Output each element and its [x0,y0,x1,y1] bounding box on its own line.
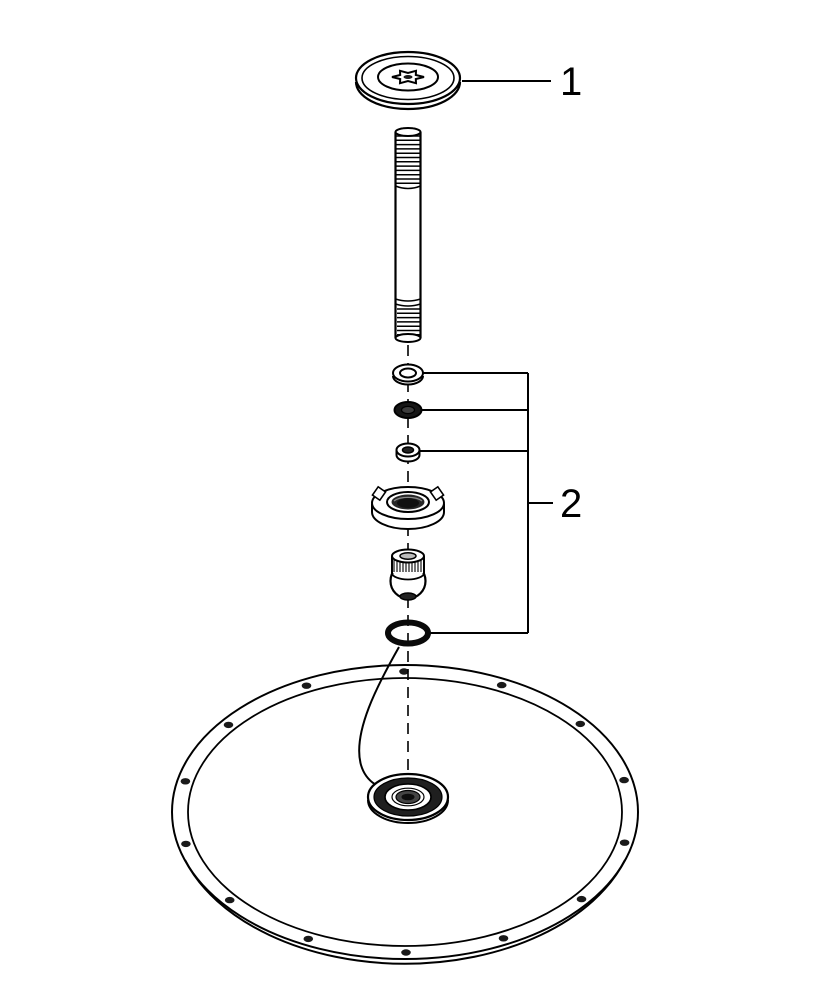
plate-screw-hole [576,895,587,903]
flat-washer [392,363,424,386]
arm-bottom-threads [397,308,420,336]
callout-2-bracket [419,372,553,634]
arm-groove [395,298,421,307]
ring-nut-notch-right [429,485,445,502]
plate-screw-hole [575,720,586,728]
plate-screw-hole [181,840,191,848]
small-nut-bore [401,446,415,454]
slotted-ring-nut [371,485,445,530]
arm-thread-end-line [395,185,421,190]
plate-thickness-edge [184,859,626,965]
plate-screw-hole [223,721,234,729]
plate-screw-hole [224,896,235,904]
plate-screw-hole [496,681,507,689]
washer-hole [399,367,417,379]
ball-joint [389,548,427,601]
arm-bottom-end [394,333,422,343]
plate-screw-hole [619,776,629,784]
callout-1-label: 1 [560,60,582,104]
ring-nut-notch-left [371,485,387,502]
collar-bottom-edge [391,572,425,581]
plate-screw-hole [180,778,191,785]
arm-top-opening [394,127,422,137]
callout-2-label: 2 [560,482,582,526]
plate-inner-rim [187,677,623,947]
ring-nut-thread-glint [393,496,423,502]
seal-ring [393,401,423,419]
plate-screw-hole [399,668,409,675]
boss-inner-line [391,787,425,807]
plate-screw-hole [301,682,312,689]
bracket-connectors [419,372,528,634]
escutcheon-rim-line [361,55,455,101]
plate-connector-boss [366,772,450,824]
o-ring-body [385,619,431,647]
seal-hole [400,405,416,415]
small-nut [395,442,421,463]
o-ring [385,619,431,647]
star-socket-center [403,75,413,79]
collar-opening [399,552,417,560]
boss-bore-hole [401,793,415,801]
plate-screw-hole [498,935,509,942]
ring-nut-bore [397,498,419,508]
ceiling-escutcheon [354,50,462,111]
collar-sides [391,556,425,573]
shower-arm [394,127,422,343]
plate-holes [180,668,630,956]
arm-body-fill [395,132,421,338]
collar-knurling [393,558,422,572]
plate-screw-hole [619,839,630,846]
arm-sides [394,132,422,338]
plate-screw-hole [303,935,314,943]
ball-outlet [399,592,417,601]
plate-screw-hole [401,949,411,956]
